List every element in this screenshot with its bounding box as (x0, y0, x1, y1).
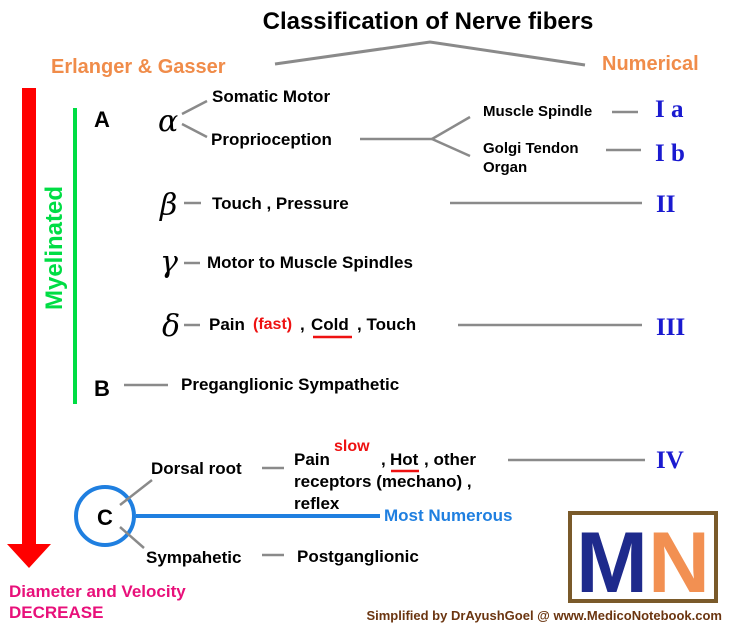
page-title: Classification of Nerve fibers (263, 8, 594, 35)
group-c-circle (74, 485, 136, 547)
decrease-arrow-head (7, 544, 51, 568)
pain-fast-label: Pain (209, 315, 245, 334)
touch-pressure-label: Touch , Pressure (212, 194, 349, 213)
logo-n: N (648, 515, 710, 611)
group-c-label: C (97, 505, 113, 530)
numeral-ii: II (656, 191, 675, 218)
proprioception-label: Proprioception (211, 130, 332, 149)
delta-comma: , (300, 315, 305, 334)
footer-credit: Simplified by DrAyushGoel @ www.MedicoNo… (366, 608, 722, 623)
sympathetic-label: Sympahetic (146, 548, 241, 567)
myelinated-label: Myelinated (41, 186, 68, 310)
delta-symbol: δ (162, 309, 180, 344)
group-b-label: B (94, 376, 110, 401)
preganglionic-label: Preganglionic Sympathetic (181, 375, 399, 394)
numerical-heading: Numerical (602, 53, 699, 75)
mediconotebook-logo: M N (568, 511, 718, 611)
organ-label: Organ (483, 159, 527, 176)
sympathetic-branch (119, 526, 145, 549)
diameter-velocity-label: Diameter and Velocity (9, 582, 186, 601)
group-a-label: A (94, 107, 110, 132)
dorsal-root-label: Dorsal root (151, 459, 242, 478)
reflex-label: reflex (294, 494, 340, 513)
beta-symbol: β (159, 188, 177, 223)
numeral-iv: IV (656, 447, 684, 474)
c-comma: , (381, 450, 386, 469)
postganglionic-label: Postganglionic (297, 547, 419, 566)
myelinated-bracket (73, 108, 77, 404)
dorsal-root-branch (119, 479, 153, 506)
decrease-label: DECREASE (9, 603, 103, 622)
touch-label: , Touch (357, 315, 416, 334)
gamma-symbol: γ (160, 245, 178, 280)
alpha-somatic-branch (181, 99, 208, 116)
logo-m: M (576, 515, 648, 611)
muscle-spindle-branch (431, 115, 471, 141)
golgi-tendon-label: Golgi Tendon (483, 140, 579, 157)
motor-spindles-label: Motor to Muscle Spindles (207, 253, 413, 272)
fast-note: (fast) (253, 316, 292, 333)
alpha-proprioception-branch (181, 122, 208, 139)
slow-note: slow (334, 438, 370, 455)
alpha-symbol: α (158, 104, 178, 139)
numeral-iii: III (656, 314, 685, 341)
muscle-spindle-label: Muscle Spindle (483, 103, 592, 120)
cold-label: Cold (311, 315, 349, 334)
hot-label: Hot (390, 450, 419, 469)
title-branch-line (274, 40, 586, 67)
other-label: , other (424, 450, 476, 469)
pain-slow-label: Pain (294, 450, 330, 469)
decrease-arrow-shaft (22, 88, 36, 545)
receptors-label: receptors (mechano) , (294, 472, 472, 491)
numeral-ib: I b (655, 140, 685, 167)
most-numerous-label: Most Numerous (384, 506, 512, 525)
erlanger-gasser-heading: Erlanger & Gasser (51, 56, 226, 78)
numeral-ia: I a (655, 96, 684, 123)
golgi-branch (431, 137, 471, 158)
somatic-motor-label: Somatic Motor (212, 87, 330, 106)
